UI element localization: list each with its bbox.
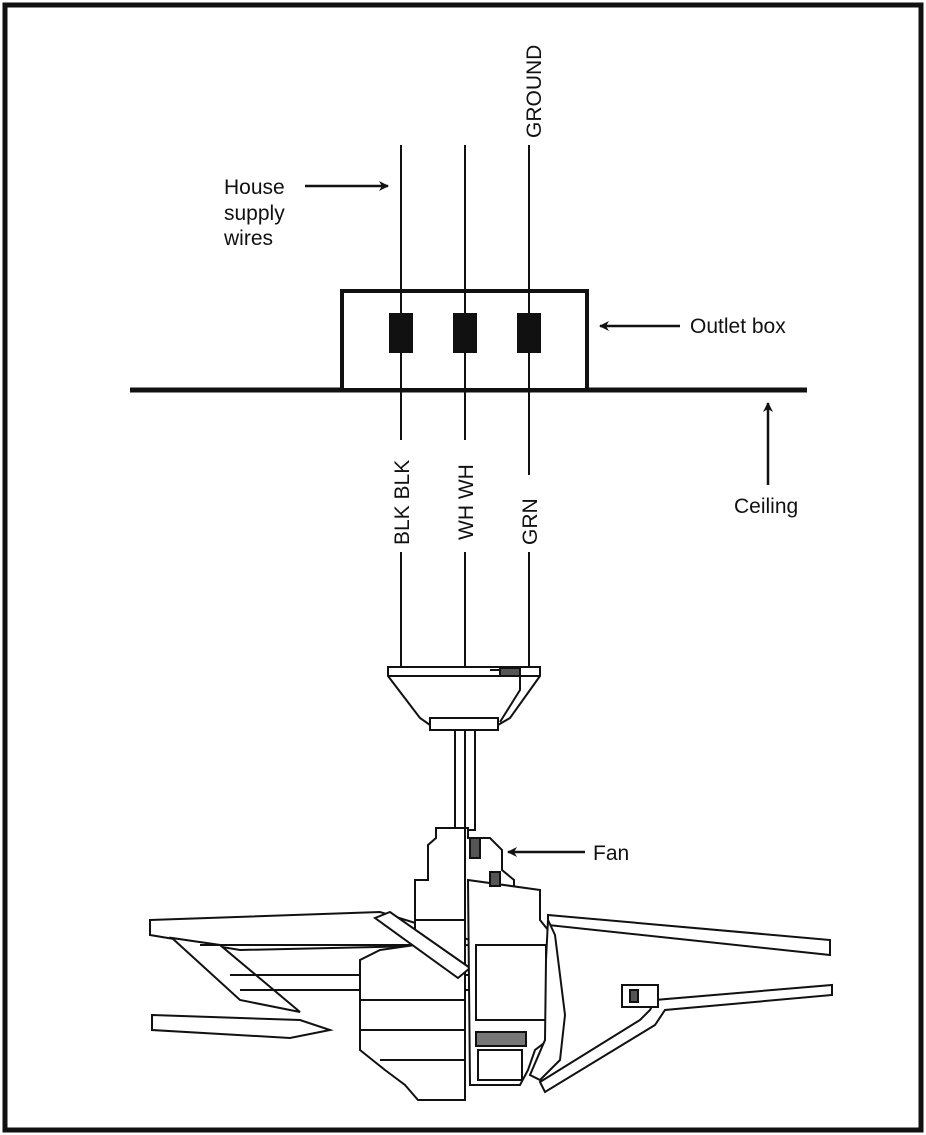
black-wire-label: BLK BLK — [391, 460, 414, 545]
house-supply-label-line1: House — [224, 176, 285, 199]
ceiling-label: Ceiling — [734, 495, 798, 518]
wire-connector-black — [389, 313, 413, 353]
house-supply-label-line2: supply — [224, 202, 285, 225]
wire-connector-white — [453, 313, 477, 353]
fan-label: Fan — [593, 842, 629, 865]
outlet-box-label: Outlet box — [690, 315, 786, 338]
ground-wire-label: GROUND — [523, 45, 546, 138]
green-wire-label: GRN — [519, 498, 542, 545]
ceiling-fan-illustration — [149, 666, 833, 1101]
wire-connector-ground — [517, 313, 541, 353]
house-supply-label-line3: wires — [223, 227, 273, 250]
white-wire-label: WH WH — [455, 464, 478, 540]
